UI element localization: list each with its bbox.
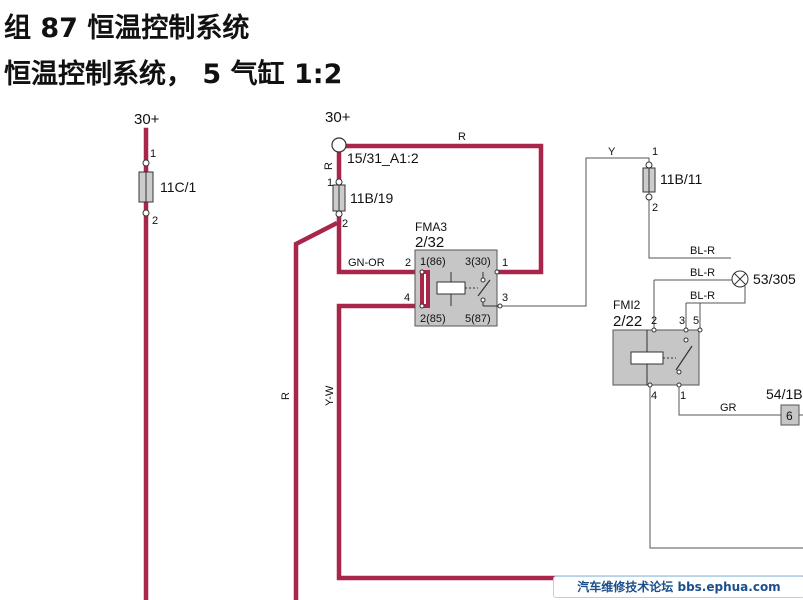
pin-11b11-bottom: 2 xyxy=(652,202,658,214)
relay-fmi2-name: FMI2 xyxy=(613,298,641,312)
lamp-icon xyxy=(731,270,749,288)
fma3-pin-87: 5(87) xyxy=(465,313,491,325)
labels: 30+ 30+ 1 11C/1 2 R R 15/31_A1:2 1 11B/1… xyxy=(134,109,803,423)
fma3-pin-1-out: 1 xyxy=(502,257,508,269)
wire-label-bl-r-2: BL-R xyxy=(690,267,715,279)
relay-fma3 xyxy=(414,249,503,327)
fuse-11b11 xyxy=(642,161,656,201)
supply-node-circle xyxy=(331,137,347,153)
fmi2-pin-5: 5 xyxy=(693,315,699,327)
fuse-11b11-label: 11B/11 xyxy=(660,171,703,187)
supply-label-left: 30+ xyxy=(134,111,160,128)
connector-54-label: 54/1B xyxy=(766,386,803,402)
wire-blr-3b xyxy=(685,286,746,330)
pin-11b11-top: 1 xyxy=(652,146,658,158)
page-subtitle: 恒温控制系统， 5 气缸 1:2 xyxy=(4,59,343,90)
wire-label-gr: GR xyxy=(720,402,737,414)
wire-r-loop xyxy=(338,143,544,275)
fma3-pin-86: 1(86) xyxy=(420,256,446,268)
fma3-pin-30: 3(30) xyxy=(465,256,491,268)
lamp-label: 53/305 xyxy=(753,271,796,287)
connector-54-box xyxy=(780,404,800,426)
forum-watermark: 汽车维修技术论坛 bbs.ephua.com xyxy=(553,576,803,598)
fmi2-pin-3: 3 xyxy=(679,315,685,327)
fuse-11c1 xyxy=(138,159,154,217)
wire-fmi2-4 xyxy=(649,385,803,549)
fma3-pin-85: 2(85) xyxy=(420,313,446,325)
wire-r-down xyxy=(293,220,339,600)
fmi2-pin-1: 1 xyxy=(680,390,686,402)
wire-gr xyxy=(678,385,781,416)
supply-label-mid: 30+ xyxy=(325,109,351,126)
wire-label-y: Y xyxy=(608,146,616,158)
fuse-11b19 xyxy=(332,178,346,218)
wire-label-r-vertical: R xyxy=(323,162,335,170)
wire-y xyxy=(500,157,650,307)
wire-label-r-left: R xyxy=(280,392,292,400)
connector-15-31-label: 15/31_A1:2 xyxy=(347,150,419,166)
wire-label-y-w: Y-W xyxy=(324,385,336,406)
page-title: 组 87 恒温控制系统 xyxy=(4,13,250,44)
connector-54-pin: 6 xyxy=(786,409,793,423)
fuse-11c1-label: 11C/1 xyxy=(160,179,197,195)
pin-11b19-bottom: 2 xyxy=(342,218,348,230)
wire-gn-or xyxy=(336,219,425,275)
relay-fmi2 xyxy=(612,327,703,388)
relay-fmi2-pos: 2/22 xyxy=(613,313,642,330)
fmi2-pin-2: 2 xyxy=(651,315,657,327)
wire-label-bl-r-3: BL-R xyxy=(690,290,715,302)
fma3-pin-3-out: 3 xyxy=(502,292,508,304)
fmi2-pin-4: 4 xyxy=(651,390,657,402)
thin-wires xyxy=(500,157,803,549)
pin-11c1-bottom: 2 xyxy=(152,215,158,227)
relay-fma3-pos: 2/32 xyxy=(415,234,444,251)
wire-label-gn-or: GN-OR xyxy=(348,257,385,269)
wire-label-bl-r-1: BL-R xyxy=(690,245,715,257)
wire-label-r-top: R xyxy=(458,131,466,143)
fma3-pin-4-out: 4 xyxy=(404,292,410,304)
wire-y-w xyxy=(336,303,803,581)
main-wires xyxy=(143,127,803,600)
pin-11c1-top: 1 xyxy=(150,148,156,160)
pin-11b19-top: 1 xyxy=(327,177,333,189)
fma3-pin-2-out: 2 xyxy=(405,257,411,269)
fuse-11b19-label: 11B/19 xyxy=(350,190,394,206)
relay-fma3-name: FMA3 xyxy=(415,220,447,234)
